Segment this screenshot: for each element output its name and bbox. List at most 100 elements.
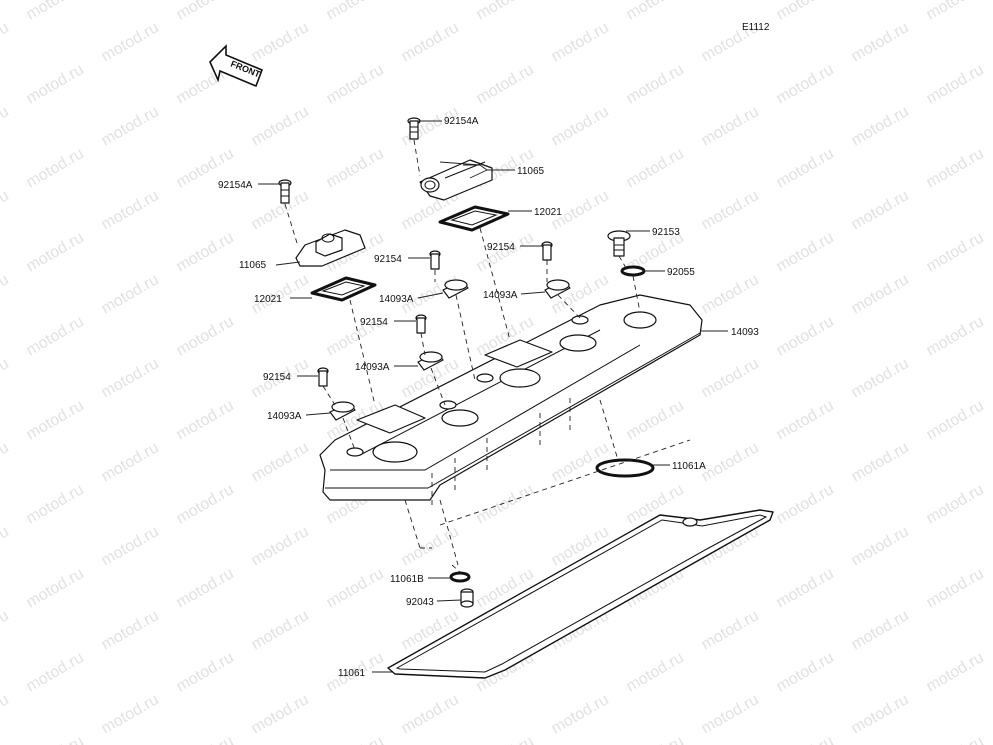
watermark-text: motod.ru bbox=[249, 439, 312, 485]
watermark-text: motod.ru bbox=[924, 397, 987, 443]
cylinder-head-cover bbox=[319, 294, 703, 505]
watermark-text: motod.ru bbox=[24, 229, 87, 275]
watermark-text: motod.ru bbox=[849, 19, 912, 65]
leader-lines bbox=[258, 120, 728, 673]
watermark-text: motod.ru bbox=[99, 19, 162, 65]
watermark-text: motod.ru bbox=[624, 145, 687, 191]
gasket-12021-left bbox=[310, 276, 377, 302]
label-12021-left: 12021 bbox=[254, 294, 282, 305]
watermark-text: motod.ru bbox=[399, 691, 462, 737]
damper-14093A-b bbox=[544, 279, 571, 299]
watermark-text: motod.ru bbox=[24, 565, 87, 611]
bolt-92153 bbox=[607, 230, 631, 257]
watermark-text: motod.ru bbox=[249, 523, 312, 569]
watermark-text: motod.ru bbox=[624, 733, 687, 745]
watermark-text: motod.ru bbox=[174, 481, 237, 527]
watermark-text: motod.ru bbox=[474, 481, 537, 527]
watermark-text: motod.ru bbox=[924, 733, 987, 745]
damper-14093A-c bbox=[417, 351, 444, 371]
watermark-text: motod.ru bbox=[24, 397, 87, 443]
damper-14093A-a bbox=[442, 279, 469, 299]
watermark-text: motod.ru bbox=[624, 61, 687, 107]
watermark-text: motod.ru bbox=[699, 103, 762, 149]
watermark-text: motod.ru bbox=[849, 187, 912, 233]
label-11061B: 11061B bbox=[390, 574, 424, 585]
damper-14093A-d bbox=[329, 401, 356, 421]
bolt-92154-c bbox=[415, 314, 427, 334]
bolt-92154-b bbox=[541, 241, 553, 261]
watermark-text: motod.ru bbox=[699, 271, 762, 317]
dowel-92043 bbox=[460, 588, 474, 608]
watermark-text: motod.ru bbox=[924, 565, 987, 611]
watermark-text: motod.ru bbox=[0, 523, 12, 569]
watermark-text: motod.ru bbox=[0, 19, 12, 65]
watermark-text: motod.ru bbox=[849, 523, 912, 569]
watermark-text: motod.ru bbox=[174, 397, 237, 443]
watermark-text: motod.ru bbox=[924, 649, 987, 695]
watermark-text: motod.ru bbox=[849, 607, 912, 653]
watermark-text: motod.ru bbox=[324, 61, 387, 107]
label-14093: 14093 bbox=[731, 327, 759, 338]
watermark-text: motod.ru bbox=[624, 0, 687, 23]
watermark-text: motod.ru bbox=[474, 61, 537, 107]
watermark-text: motod.ru bbox=[99, 439, 162, 485]
watermark-text: motod.ru bbox=[699, 607, 762, 653]
cover-gasket-11061 bbox=[387, 509, 774, 679]
watermark-text: motod.ru bbox=[249, 187, 312, 233]
watermark-text: motod.ru bbox=[99, 271, 162, 317]
watermark-text: motod.ru bbox=[849, 271, 912, 317]
watermark-text: motod.ru bbox=[849, 691, 912, 737]
diagram-code: E1112 bbox=[742, 22, 770, 33]
label-92153: 92153 bbox=[652, 227, 680, 238]
watermark-text: motod.ru bbox=[324, 565, 387, 611]
watermark-text: motod.ru bbox=[0, 691, 12, 737]
watermark-text: motod.ru bbox=[849, 355, 912, 401]
watermark-text: motod.ru bbox=[774, 145, 837, 191]
watermark-text: motod.ru bbox=[174, 565, 237, 611]
watermark-text: motod.ru bbox=[699, 439, 762, 485]
watermark-text: motod.ru bbox=[24, 145, 87, 191]
watermark-text: motod.ru bbox=[0, 607, 12, 653]
label-14093A-c: 14093A bbox=[355, 362, 390, 373]
gasket-11061A bbox=[595, 458, 655, 478]
watermark-text: motod.ru bbox=[99, 523, 162, 569]
watermark-text: motod.ru bbox=[849, 439, 912, 485]
label-11065-left: 11065 bbox=[239, 260, 267, 271]
bolt-92154-d bbox=[317, 367, 329, 387]
watermark-text: motod.ru bbox=[774, 649, 837, 695]
label-92055: 92055 bbox=[667, 267, 695, 278]
label-92154-a: 92154 bbox=[374, 254, 402, 265]
watermark-text: motod.ru bbox=[774, 481, 837, 527]
watermark-text: motod.ru bbox=[24, 313, 87, 359]
label-92154-b: 92154 bbox=[487, 242, 515, 253]
watermark-text: motod.ru bbox=[399, 19, 462, 65]
watermark-text: motod.ru bbox=[0, 103, 12, 149]
watermark-text: motod.ru bbox=[324, 733, 387, 745]
bolt-92154-a bbox=[429, 250, 441, 270]
watermark-text: motod.ru bbox=[24, 61, 87, 107]
watermark-text: motod.ru bbox=[249, 607, 312, 653]
watermark-text: motod.ru bbox=[474, 733, 537, 745]
watermark-text: motod.ru bbox=[0, 187, 12, 233]
bolt-92154A-top bbox=[407, 117, 421, 140]
label-92154A-left: 92154A bbox=[218, 180, 253, 191]
assembly-lines bbox=[284, 139, 691, 573]
watermark-text: motod.ru bbox=[624, 397, 687, 443]
gasket-12021-top bbox=[438, 205, 510, 232]
watermark-text: motod.ru bbox=[324, 145, 387, 191]
label-92043: 92043 bbox=[406, 597, 434, 608]
watermark-text: motod.ru bbox=[774, 61, 837, 107]
label-14093A-a: 14093A bbox=[379, 294, 414, 305]
watermark-text: motod.ru bbox=[0, 439, 12, 485]
label-11061: 11061 bbox=[338, 668, 366, 679]
watermark-text: motod.ru bbox=[174, 733, 237, 745]
watermark-text: motod.ru bbox=[249, 691, 312, 737]
label-14093A-d: 14093A bbox=[267, 411, 302, 422]
watermark-text: motod.ru bbox=[549, 691, 612, 737]
label-14093A-b: 14093A bbox=[483, 290, 518, 301]
label-92154-c: 92154 bbox=[360, 317, 388, 328]
watermark-text: motod.ru bbox=[99, 355, 162, 401]
watermark-text: motod.ru bbox=[99, 607, 162, 653]
washer-92055 bbox=[620, 265, 646, 277]
watermark-text: motod.ru bbox=[924, 481, 987, 527]
